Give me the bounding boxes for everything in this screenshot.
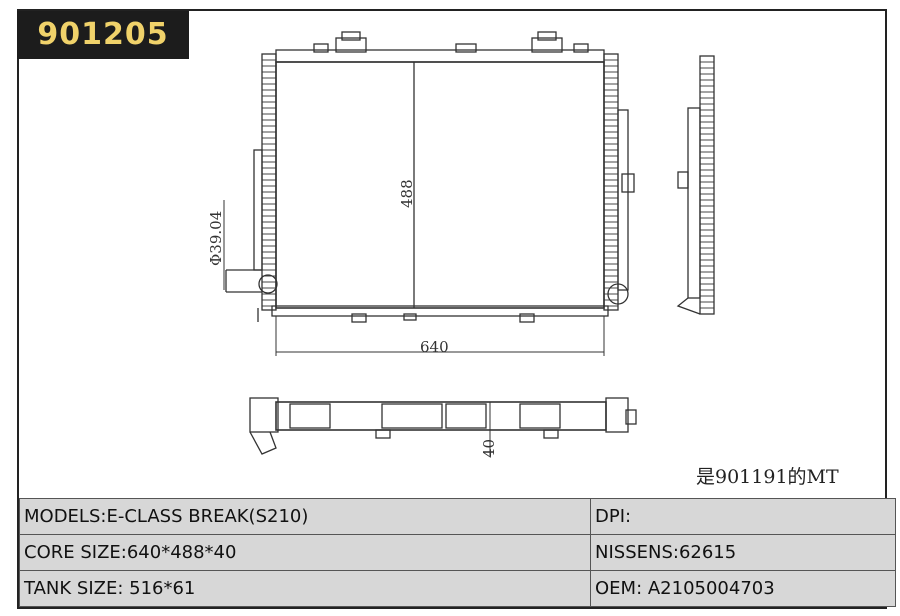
left-tank-fins <box>262 59 276 307</box>
tank-size-cell: TANK SIZE: 516*61 <box>19 570 591 607</box>
spec-table: MODELS:E-CLASS BREAK(S210) DPI: CORE SIZ… <box>19 498 896 607</box>
radiator-bottom-view <box>249 397 637 456</box>
height-dimension-label: 488 <box>398 179 416 208</box>
side-view-fins <box>700 61 714 309</box>
radiator-front-view <box>225 31 635 323</box>
spec-row: MODELS:E-CLASS BREAK(S210) DPI: <box>19 498 896 535</box>
pipe-diameter-label: Φ39.04 <box>207 211 225 266</box>
radiator-side-view <box>676 55 715 315</box>
depth-dimension-label: 40 <box>480 439 498 458</box>
compatibility-note: 是901191的MT <box>696 466 839 488</box>
width-dimension-label: 640 <box>420 338 449 356</box>
spec-row: TANK SIZE: 516*61 OEM: A2105004703 <box>19 570 896 607</box>
spec-row: CORE SIZE:640*488*40 NISSENS:62615 <box>19 534 896 571</box>
dpi-cell: DPI: <box>590 498 896 535</box>
part-code-badge: 901205 <box>17 11 189 59</box>
nissens-cell: NISSENS:62615 <box>590 534 896 571</box>
model-cell: MODELS:E-CLASS BREAK(S210) <box>19 498 591 535</box>
right-tank-fins <box>604 59 618 307</box>
core-size-cell: CORE SIZE:640*488*40 <box>19 534 591 571</box>
width-dimension-line <box>275 316 605 356</box>
oem-cell: OEM: A2105004703 <box>590 570 896 607</box>
